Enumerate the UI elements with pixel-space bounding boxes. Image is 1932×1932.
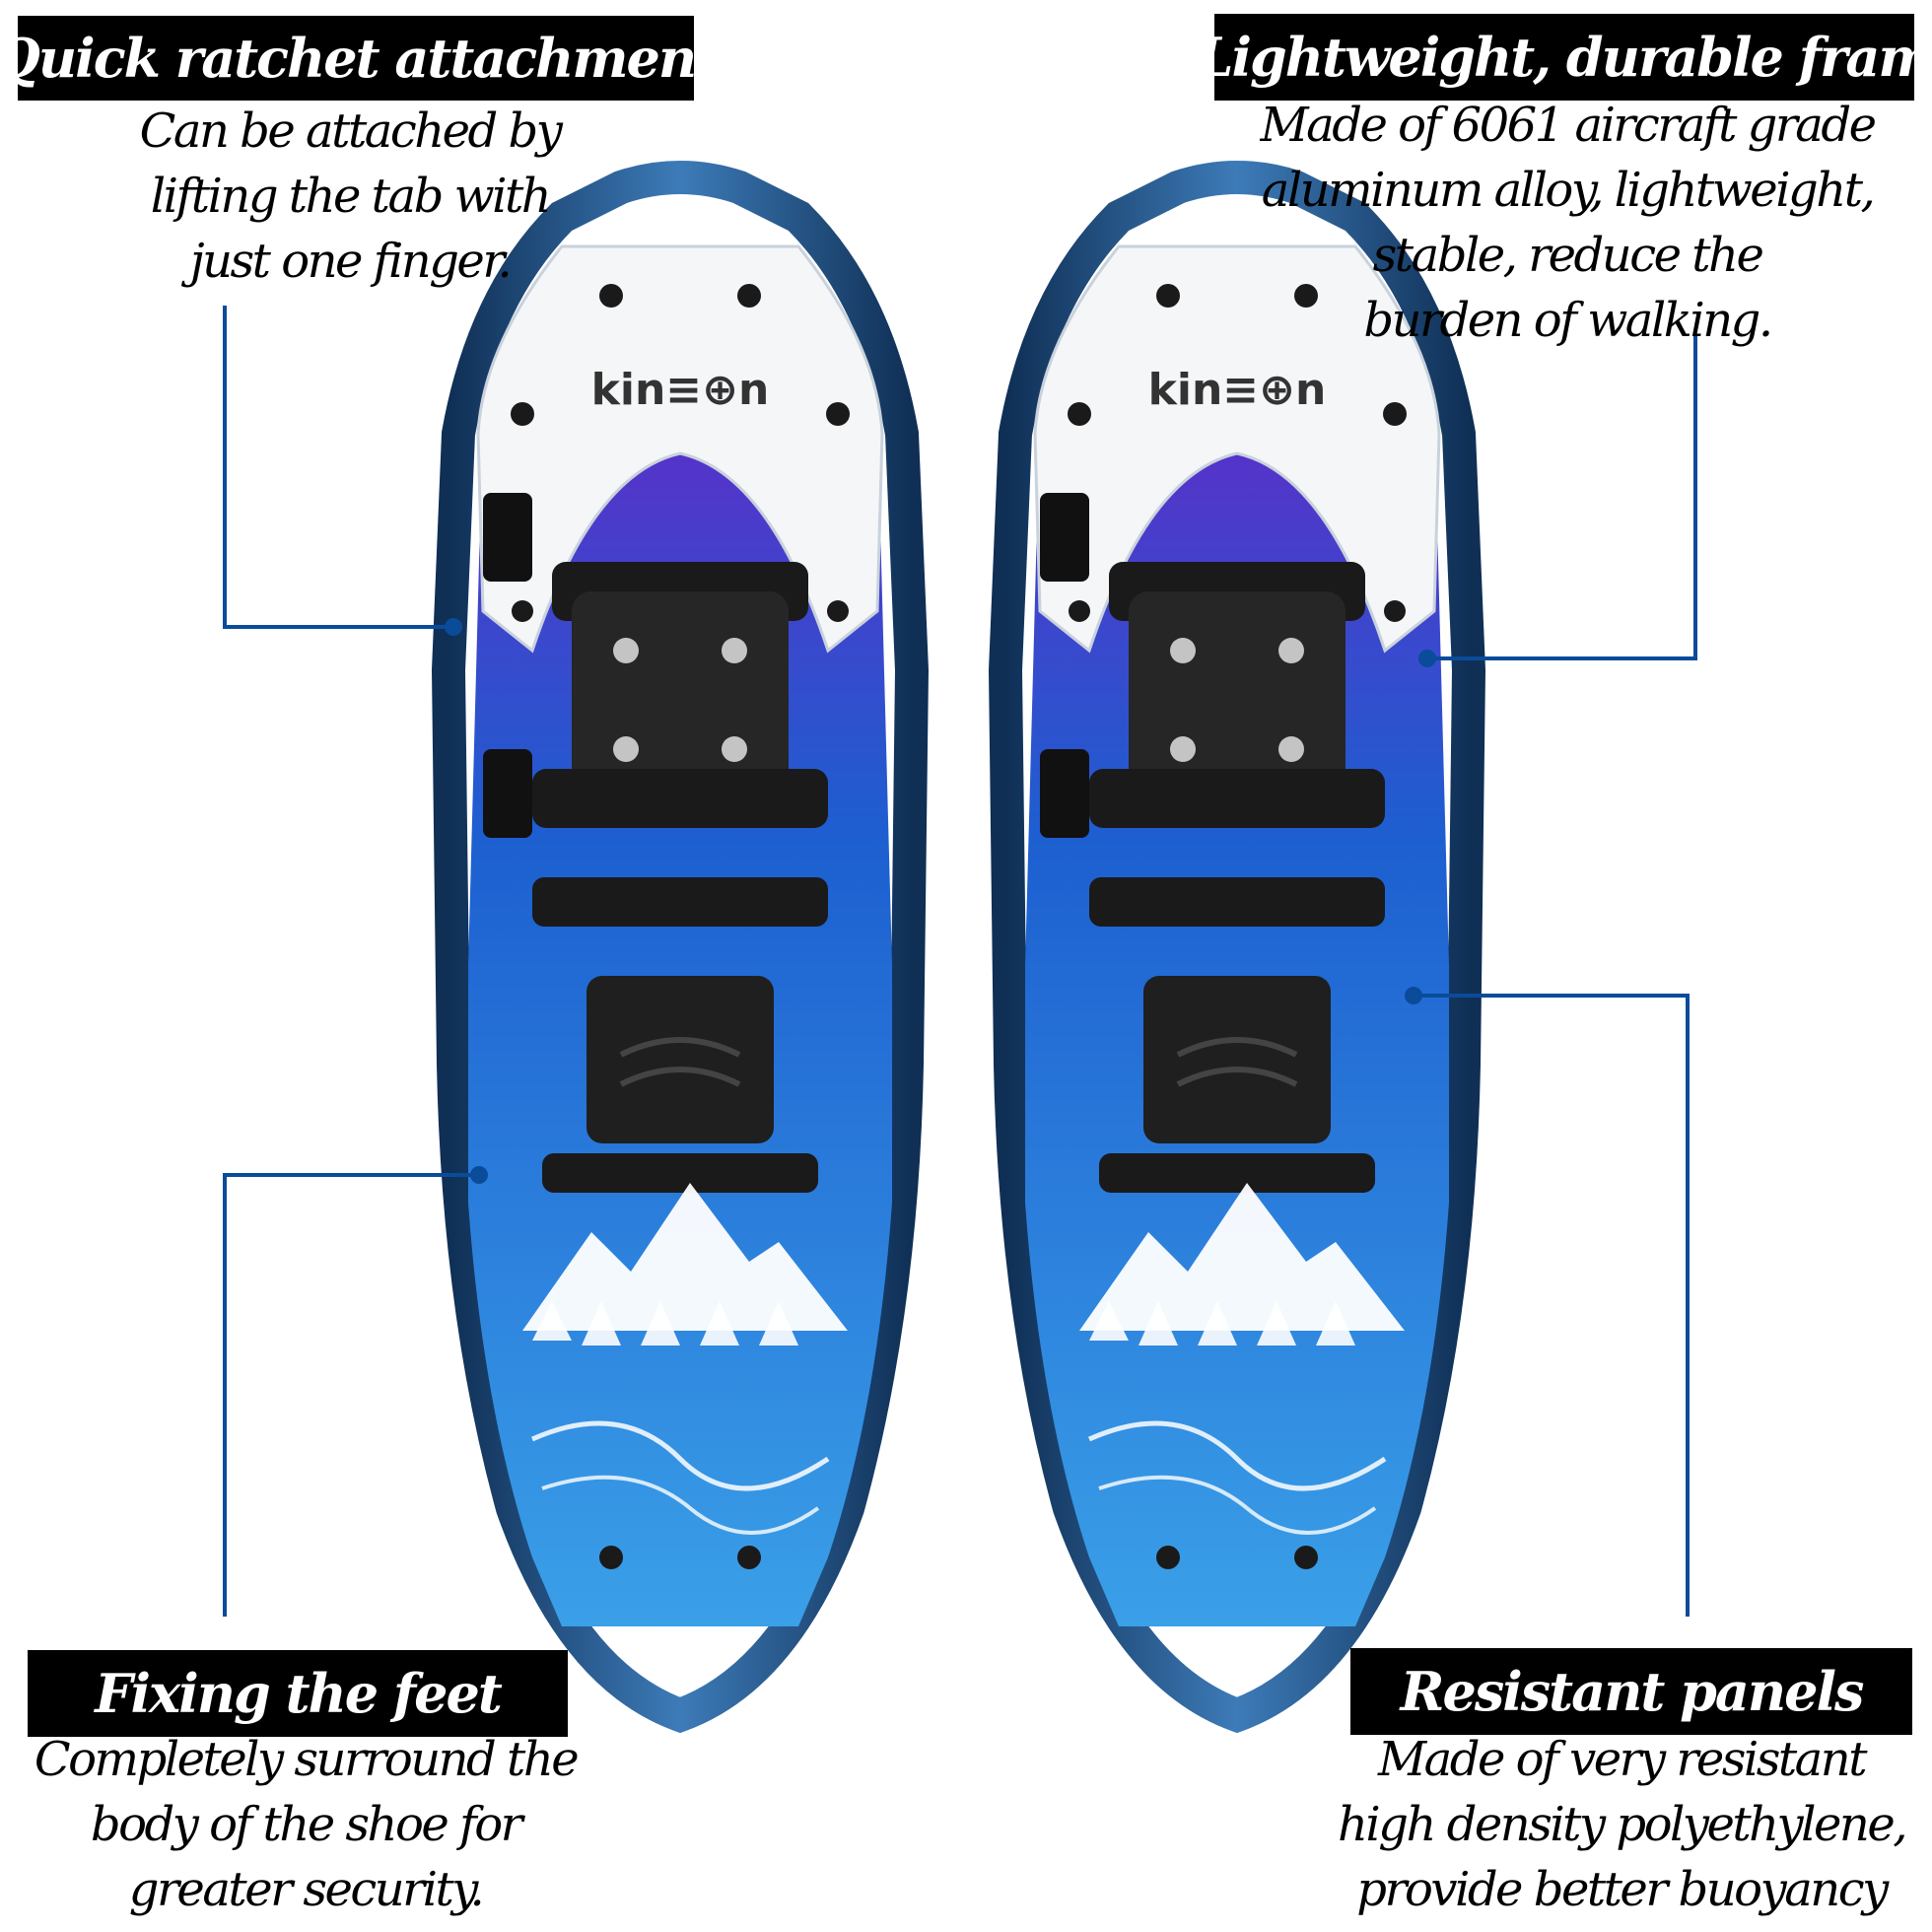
brand-logo-right: kin≡⊕n — [1148, 365, 1327, 415]
leader-line-frame — [1427, 335, 1697, 660]
panels-title: Resistant panels — [1350, 1648, 1912, 1735]
panels-description: Made of very resistant high density poly… — [1337, 1732, 1908, 1917]
frame-description: Made of 6061 aircraft grade aluminum all… — [1260, 98, 1877, 348]
ratchet-description: Can be attached by lifting the tab with … — [139, 104, 563, 289]
frame-title: Lightweight, durable fram — [1196, 14, 1932, 101]
brand-logo-left: kin≡⊕n — [591, 365, 770, 415]
leader-line-feet — [223, 1173, 479, 1617]
ratchet-title: Quick ratchet attachment — [0, 16, 720, 101]
feet-description: Completely surround the body of the shoe… — [34, 1732, 580, 1917]
feet-title: Fixing the feet — [28, 1650, 568, 1737]
leader-line-panels — [1414, 994, 1690, 1617]
leader-line-ratchet — [223, 306, 453, 629]
